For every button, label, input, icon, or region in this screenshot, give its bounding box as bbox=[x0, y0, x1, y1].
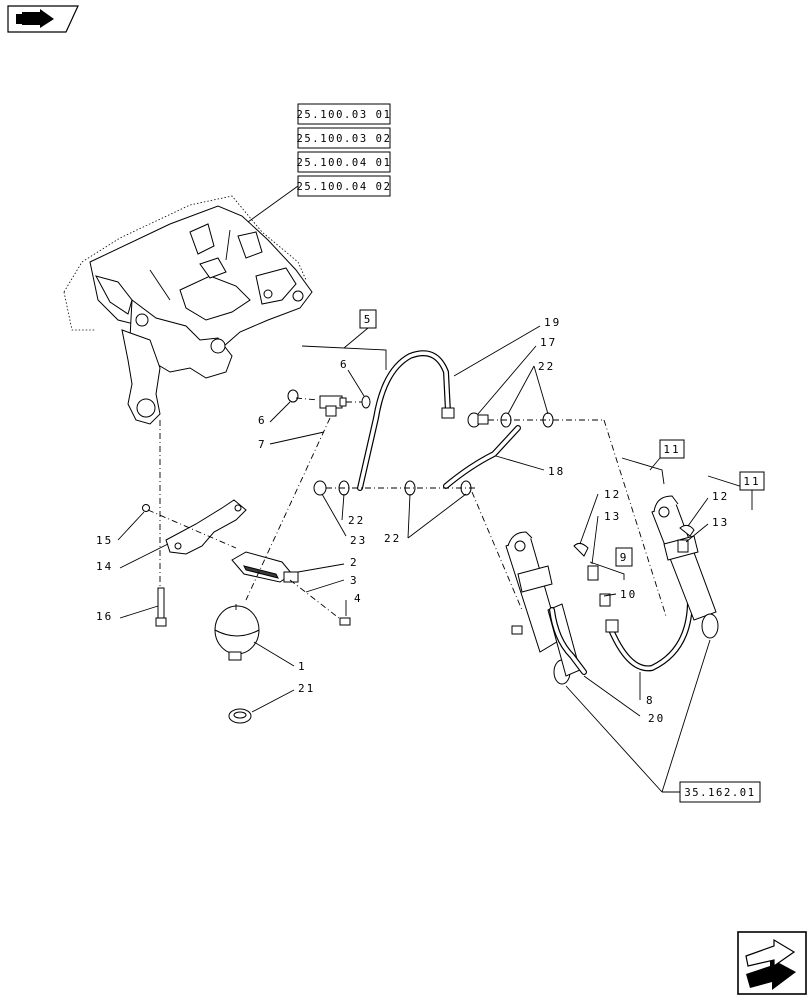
svg-text:3: 3 bbox=[350, 574, 359, 587]
svg-text:19: 19 bbox=[544, 316, 561, 329]
next-page-arrow-icon[interactable] bbox=[737, 931, 807, 995]
part-15-screw bbox=[142, 504, 150, 512]
svg-text:4: 4 bbox=[354, 592, 363, 605]
callout-6-left: 6 bbox=[258, 401, 291, 427]
callout-15: 15 bbox=[96, 511, 145, 547]
svg-text:7: 7 bbox=[258, 438, 267, 451]
callout-13-right: 13 bbox=[685, 516, 729, 543]
part-19-hose bbox=[357, 350, 455, 491]
part-8-hose bbox=[605, 567, 694, 672]
callout-3: 3 bbox=[305, 574, 359, 593]
svg-text:18: 18 bbox=[548, 465, 565, 478]
callout-14: 14 bbox=[96, 543, 169, 573]
cylinder-left bbox=[505, 531, 581, 685]
callout-20: 20 bbox=[583, 675, 665, 725]
ref-box-25-100-03-01[interactable]: 25.100.03 01 bbox=[296, 103, 391, 125]
part-12-elbow-left bbox=[573, 542, 589, 557]
svg-text:16: 16 bbox=[96, 610, 113, 623]
folder-arrow-icon[interactable] bbox=[7, 5, 79, 33]
part-16-long-screw bbox=[155, 587, 167, 627]
svg-text:22: 22 bbox=[348, 514, 365, 527]
svg-text:2: 2 bbox=[350, 556, 359, 569]
callout-23: 23 bbox=[321, 493, 367, 547]
part-6-seal-right bbox=[361, 395, 371, 409]
svg-text:25.100.04 01: 25.100.04 01 bbox=[296, 157, 391, 169]
callout-8: 8 bbox=[639, 672, 655, 707]
axle-support-housing bbox=[63, 195, 313, 425]
part-23-fitting bbox=[313, 480, 327, 496]
svg-text:14: 14 bbox=[96, 560, 113, 573]
svg-text:12: 12 bbox=[604, 488, 621, 501]
svg-text:5: 5 bbox=[364, 313, 373, 326]
part-2-clamp bbox=[231, 551, 299, 583]
svg-text:11: 11 bbox=[663, 443, 680, 456]
ref-box-25-100-03-02[interactable]: 25.100.03 02 bbox=[296, 127, 391, 149]
svg-text:6: 6 bbox=[258, 414, 267, 427]
svg-text:6: 6 bbox=[340, 358, 349, 371]
callout-21: 21 bbox=[251, 682, 315, 713]
svg-text:23: 23 bbox=[350, 534, 367, 547]
part-tee-fitting bbox=[319, 395, 347, 417]
callout-1: 1 bbox=[253, 641, 307, 673]
callout-10: 10 bbox=[603, 588, 637, 601]
part-20-hose bbox=[549, 607, 587, 675]
svg-text:9: 9 bbox=[620, 551, 629, 564]
group-box-5[interactable]: 5 bbox=[359, 309, 377, 329]
svg-text:10: 10 bbox=[620, 588, 637, 601]
svg-text:25.100.03 02: 25.100.03 02 bbox=[296, 133, 391, 145]
callout-18: 18 bbox=[495, 455, 565, 478]
part-13-fitting-left bbox=[587, 565, 599, 581]
callout-17: 17 bbox=[477, 336, 557, 415]
svg-text:13: 13 bbox=[604, 510, 621, 523]
group-box-11-right[interactable]: 11 bbox=[739, 471, 765, 491]
svg-text:12: 12 bbox=[712, 490, 729, 503]
callout-4: 4 bbox=[345, 592, 363, 616]
ref-box-35-162-01[interactable]: 35.162.01 bbox=[679, 781, 761, 803]
svg-text:35.162.01: 35.162.01 bbox=[684, 787, 755, 799]
part-4-screw bbox=[339, 617, 351, 626]
callout-22-bottom: 22 bbox=[384, 493, 467, 545]
group-box-9[interactable]: 9 bbox=[615, 547, 633, 567]
ref-box-25-100-04-02[interactable]: 25.100.04 02 bbox=[296, 175, 391, 197]
part-10-fitting bbox=[599, 593, 611, 607]
svg-text:20: 20 bbox=[648, 712, 665, 725]
callout-13-left: 13 bbox=[591, 510, 621, 565]
svg-text:15: 15 bbox=[96, 534, 113, 547]
svg-text:17: 17 bbox=[540, 336, 557, 349]
callout-12-right: 12 bbox=[687, 490, 729, 527]
svg-text:22: 22 bbox=[384, 532, 401, 545]
cylinder-right bbox=[651, 495, 719, 639]
svg-text:8: 8 bbox=[646, 694, 655, 707]
callout-2: 2 bbox=[297, 556, 359, 573]
callout-7: 7 bbox=[258, 431, 325, 451]
part-6-seal bbox=[287, 389, 299, 403]
ref-box-25-100-04-01[interactable]: 25.100.04 01 bbox=[296, 151, 391, 173]
callout-6-top: 6 bbox=[340, 358, 365, 397]
svg-text:11: 11 bbox=[743, 475, 760, 488]
part-1-accumulator bbox=[214, 605, 260, 661]
callout-22-top: 22 bbox=[507, 360, 555, 415]
svg-text:22: 22 bbox=[538, 360, 555, 373]
part-21-seal-ring bbox=[228, 708, 252, 724]
svg-text:13: 13 bbox=[712, 516, 729, 529]
callout-22-middle: 22 bbox=[341, 493, 365, 527]
callout-19: 19 bbox=[453, 316, 561, 377]
callout-16: 16 bbox=[96, 605, 159, 623]
group-box-11-left[interactable]: 11 bbox=[659, 439, 685, 459]
svg-text:1: 1 bbox=[298, 660, 307, 673]
callout-12-left: 12 bbox=[579, 488, 621, 545]
part-13-fitting-right bbox=[677, 539, 689, 553]
part-17-fitting bbox=[467, 412, 489, 428]
part-14-bracket bbox=[165, 499, 247, 555]
svg-text:25.100.04 02: 25.100.04 02 bbox=[296, 181, 391, 193]
svg-text:25.100.03 01: 25.100.03 01 bbox=[296, 109, 391, 121]
svg-text:21: 21 bbox=[298, 682, 315, 695]
part-18-hose bbox=[443, 425, 521, 489]
part-12-elbow-right bbox=[679, 524, 695, 537]
